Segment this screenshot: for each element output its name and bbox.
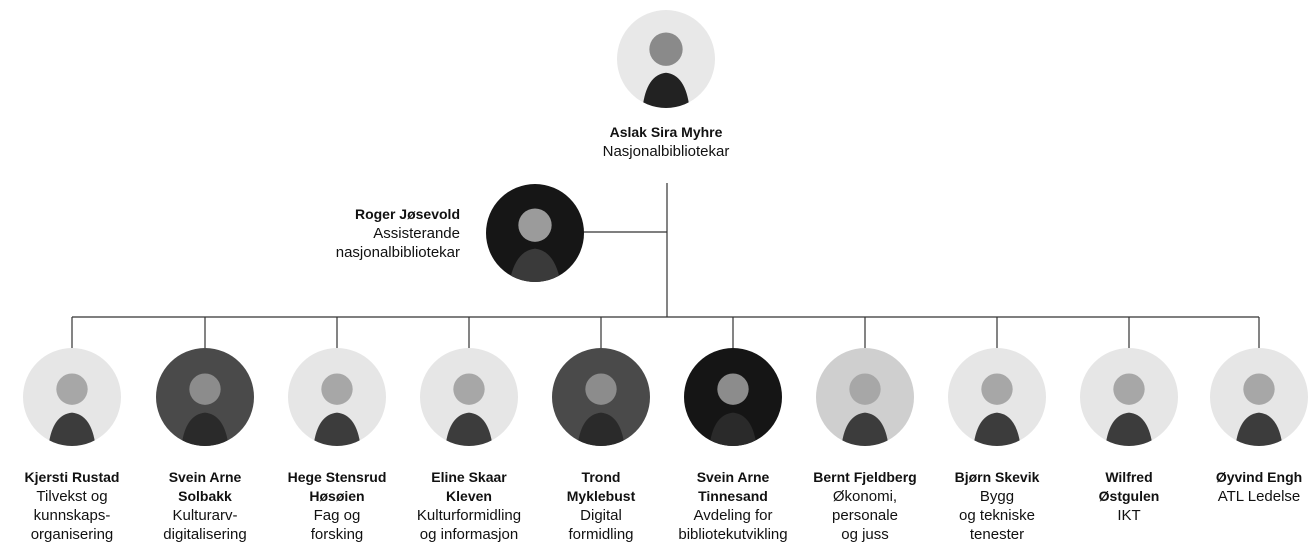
director-name-line: Kleven <box>446 488 492 504</box>
avatar-director <box>552 348 650 446</box>
avatar-assistant <box>486 184 584 282</box>
director-role-line: ATL Ledelse <box>1217 488 1301 505</box>
portrait-icon <box>948 348 1046 446</box>
director-name-line: Høsøien <box>309 488 365 504</box>
director-role-line: Digital <box>580 507 622 524</box>
director-role-line: Økonomi, <box>832 488 898 505</box>
director-name-line: Solbakk <box>178 488 232 504</box>
director-name-line: Eline Skaar <box>431 469 507 485</box>
avatar-director <box>1210 348 1308 446</box>
director-name-line: Kjersti Rustad <box>24 469 120 485</box>
portrait-icon <box>288 348 386 446</box>
avatar-director <box>1080 348 1178 446</box>
assistant-person-text: Roger Jøsevold Assisterande nasjonalbibl… <box>262 205 460 262</box>
assistant-name: Roger Jøsevold <box>354 206 460 222</box>
director-name-line: Bjørn Skevik <box>954 469 1040 485</box>
director-name-line: Tinnesand <box>698 488 768 504</box>
director-role-line: Avdeling for <box>693 507 773 524</box>
portrait-icon <box>486 184 584 282</box>
director-role-line: og tekniske <box>959 507 1035 524</box>
portrait-icon <box>156 348 254 446</box>
avatar-director <box>948 348 1046 446</box>
director-role-line: Tilvekst og <box>36 488 108 505</box>
director-name-line: Østgulen <box>1098 488 1160 504</box>
assistant-role-line-1: Assisterande <box>373 225 460 242</box>
avatar-director <box>23 348 121 446</box>
director-role-line: tenester <box>969 526 1025 543</box>
portrait-icon <box>684 348 782 446</box>
portrait-icon <box>420 348 518 446</box>
avatar-director <box>816 348 914 446</box>
director-role-line: personale <box>832 507 898 524</box>
avatar-top <box>617 10 715 108</box>
director-role-line: bibliotekutvikling <box>678 526 788 543</box>
top-person-text: Aslak Sira Myhre Nasjonalbibliotekar <box>560 123 772 161</box>
portrait-icon <box>816 348 914 446</box>
director-name-line: Myklebust <box>566 488 636 504</box>
director-name-line: Svein Arne <box>696 469 770 485</box>
director-role-line: digitalisering <box>163 526 247 543</box>
assistant-role-line-2: nasjonalbibliotekar <box>335 244 460 261</box>
director-name-line: Trond <box>581 469 621 485</box>
portrait-icon <box>23 348 121 446</box>
avatar-director <box>420 348 518 446</box>
portrait-icon <box>1210 348 1308 446</box>
director-role-line: forsking <box>310 526 364 543</box>
director-role-line: Fag og <box>313 507 361 524</box>
director-role-line: organisering <box>30 526 114 543</box>
director-name-line: Øyvind Engh <box>1215 469 1303 485</box>
top-person-name: Aslak Sira Myhre <box>609 124 723 140</box>
director-role-line: Kulturarv- <box>172 507 238 524</box>
top-person-role: Nasjonalbibliotekar <box>602 143 730 160</box>
director-role-line: og informasjon <box>419 526 519 543</box>
avatar-director <box>288 348 386 446</box>
portrait-icon <box>617 10 715 108</box>
director-role-line: IKT <box>1117 507 1141 524</box>
director-role-line: Bygg <box>979 488 1015 505</box>
avatar-director <box>156 348 254 446</box>
director-role-line: Kulturformidling <box>416 507 522 524</box>
portrait-icon <box>552 348 650 446</box>
portrait-icon <box>1080 348 1178 446</box>
director-name-line: Svein Arne <box>168 469 242 485</box>
director-role-line: og juss <box>841 526 889 543</box>
director-name-line: Wilfred <box>1105 469 1153 485</box>
director-role-line: formidling <box>568 526 634 543</box>
avatar-director <box>684 348 782 446</box>
director-name-line: Hege Stensrud <box>287 469 387 485</box>
director-name-line: Bernt Fjeldberg <box>813 469 917 485</box>
director-role-line: kunnskaps- <box>33 507 111 524</box>
